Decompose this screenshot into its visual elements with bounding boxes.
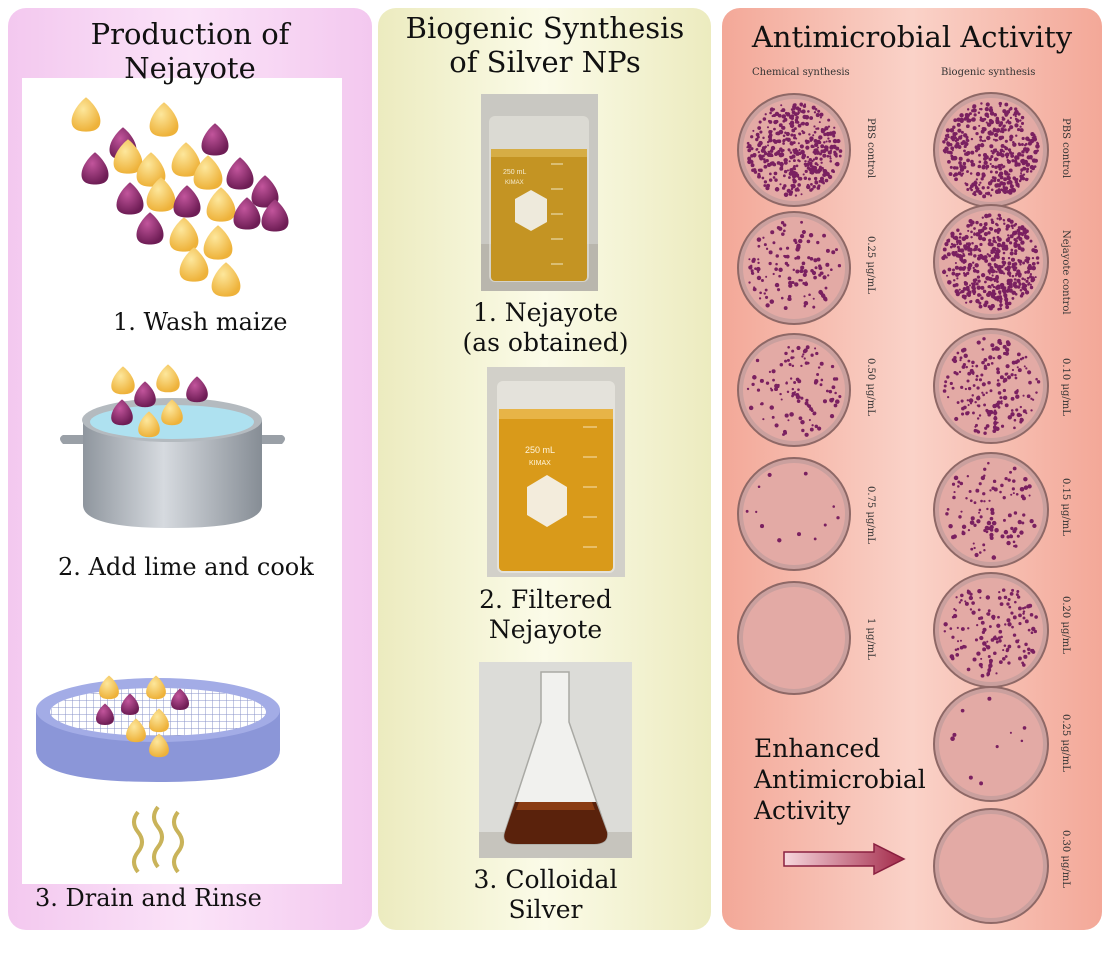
dish-label-right-4: 0.15 μg/mL xyxy=(1060,478,1071,536)
right-arrow-icon xyxy=(783,842,906,876)
panel2-title-line1: Biogenic Synthesis xyxy=(405,11,685,45)
step2-1-line1: 1. Nejayote xyxy=(472,298,619,327)
petri-dish-left-2 xyxy=(737,211,851,325)
petri-dishes-biogenic xyxy=(933,92,1049,924)
panel1-title-line2: Nejayote xyxy=(124,51,256,85)
enhanced-activity-note: Enhanced Antimicrobial Activity xyxy=(754,733,926,826)
step2-1-line2: (as obtained) xyxy=(462,328,629,357)
beaker2-brand-text: KIMAX xyxy=(529,460,551,467)
step-add-lime-cook: 2. Add lime and cook xyxy=(58,553,314,581)
petri-dish-left-4 xyxy=(737,457,851,571)
petri-dish-right-6 xyxy=(933,686,1049,802)
maize-pile-illustration xyxy=(71,97,289,297)
strainer-illustration xyxy=(36,675,280,874)
dish-label-right-6: 0.25 μg/mL xyxy=(1060,714,1071,772)
cooking-pot-illustration xyxy=(60,364,285,528)
column-label-chemical: Chemical synthesis xyxy=(752,67,850,78)
beaker2-volume-text: 250 mL xyxy=(525,445,555,455)
step-filtered-nejayote: 2. Filtered Nejayote xyxy=(418,585,673,645)
petri-dish-right-2 xyxy=(933,204,1049,320)
step-wash-maize: 1. Wash maize xyxy=(113,308,288,336)
step2-3-line1: 3. Colloidal xyxy=(473,865,618,894)
enhanced-line3: Activity xyxy=(754,796,851,825)
enhanced-line1: Enhanced xyxy=(754,734,881,763)
dish-label-right-1: PBS control xyxy=(1060,118,1071,179)
column-label-biogenic: Biogenic synthesis xyxy=(941,67,1036,78)
beaker1-brand-text: KIMAX xyxy=(505,180,524,186)
petri-dish-right-4 xyxy=(933,452,1049,568)
dish-label-left-1: PBS control xyxy=(865,118,876,179)
dish-label-right-2: Nejayote control xyxy=(1060,230,1071,315)
step2-3-line2: Silver xyxy=(508,895,583,924)
photo-nejayote-beaker: 250 mL KIMAX xyxy=(481,94,598,291)
steam-lines xyxy=(132,805,184,874)
petri-dish-left-5 xyxy=(737,581,851,695)
dish-label-left-2: 0.25 μg/mL xyxy=(865,236,876,294)
petri-dish-left-3 xyxy=(737,333,851,447)
panel1-title-line1: Production of xyxy=(90,17,290,51)
step2-2-line1: 2. Filtered xyxy=(479,585,612,614)
beaker1-volume-text: 250 mL xyxy=(503,169,526,176)
step2-2-line2: Nejayote xyxy=(488,615,603,644)
dish-label-right-3: 0.10 μg/mL xyxy=(1060,358,1071,416)
dish-label-left-3: 0.50 μg/mL xyxy=(865,358,876,416)
petri-dish-right-7 xyxy=(933,808,1049,924)
photo-colloidal-silver-flask xyxy=(479,662,632,858)
photo-filtered-nejayote-beaker: 250 mL KIMAX xyxy=(487,367,625,577)
dish-label-right-7: 0.30 μg/mL xyxy=(1060,830,1071,888)
step-nejayote-obtained: 1. Nejayote (as obtained) xyxy=(418,298,673,358)
kernels xyxy=(71,97,289,297)
dish-label-left-4: 0.75 μg/mL xyxy=(865,486,876,544)
dish-label-right-5: 0.20 μg/mL xyxy=(1060,596,1071,654)
dish-label-left-5: 1 μg/mL xyxy=(865,618,876,660)
petri-dish-right-1 xyxy=(933,92,1049,208)
panel2-title-line2: of Silver NPs xyxy=(449,45,641,79)
petri-dish-left-1 xyxy=(737,93,851,207)
petri-dish-right-3 xyxy=(933,328,1049,444)
panel3-title: Antimicrobial Activity xyxy=(751,20,1073,54)
petri-dish-right-5 xyxy=(933,572,1049,688)
panel2-title: Biogenic Synthesis of Silver NPs xyxy=(380,11,710,79)
panel1-title: Production of Nejayote xyxy=(30,17,350,85)
step-drain-rinse: 3. Drain and Rinse xyxy=(35,884,262,912)
enhanced-line2: Antimicrobial xyxy=(754,765,926,794)
step-colloidal-silver: 3. Colloidal Silver xyxy=(418,865,673,925)
petri-dishes-chemical xyxy=(737,93,851,695)
